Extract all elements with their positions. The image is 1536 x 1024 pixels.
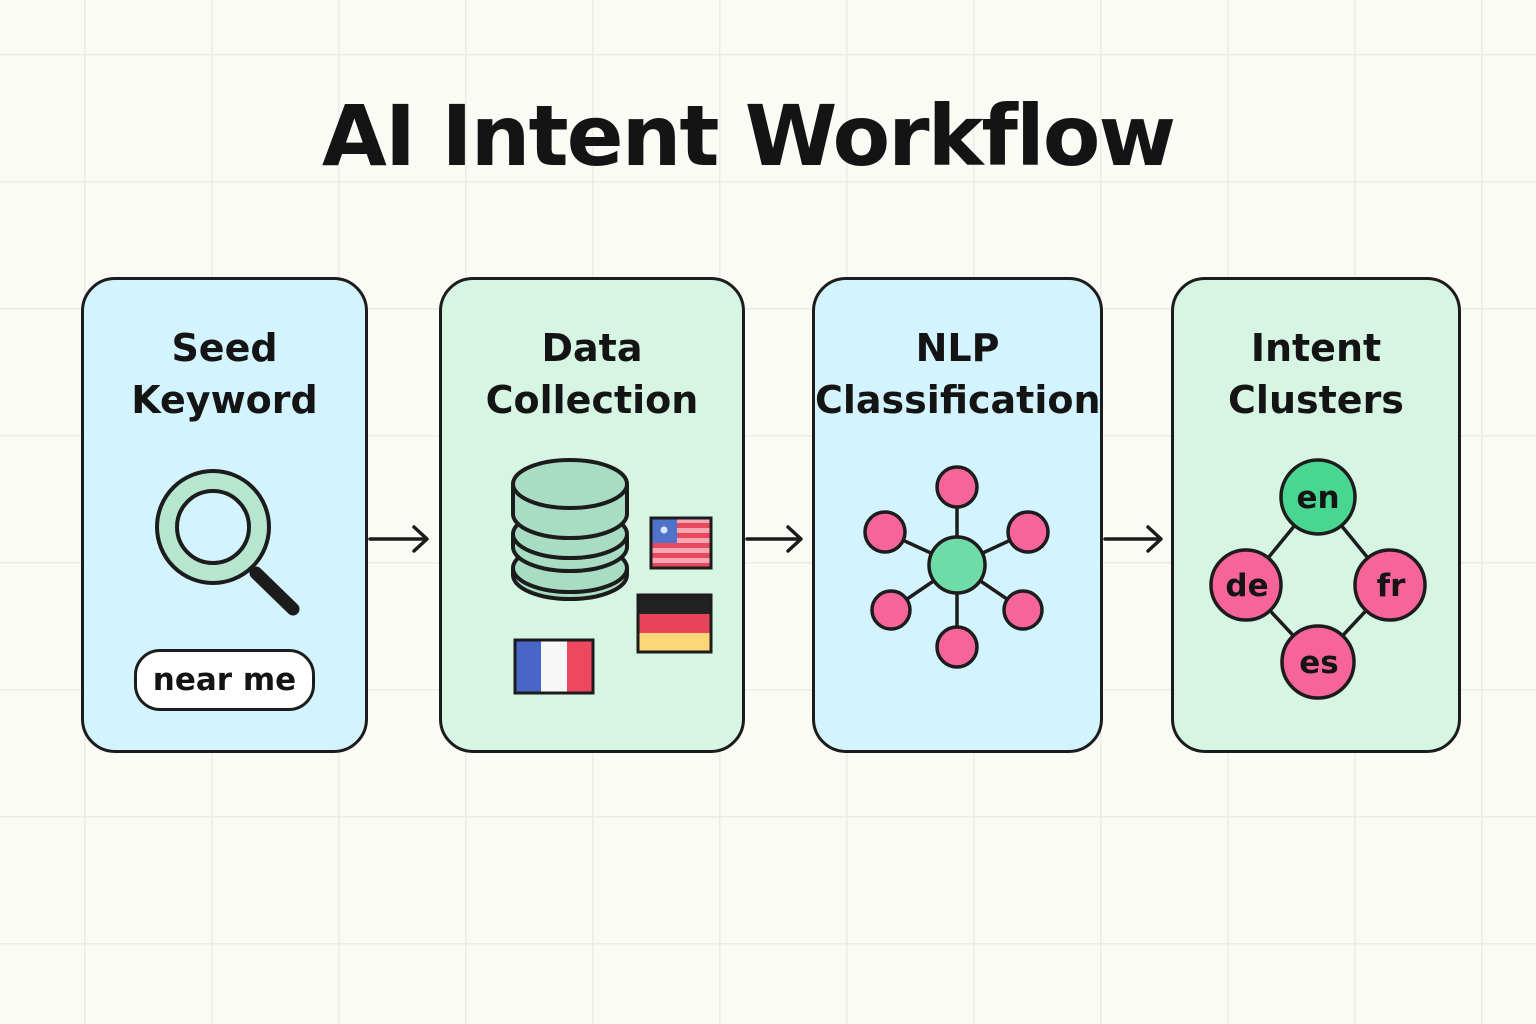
step-title-line: Classification (815, 378, 1101, 422)
arrow-right-icon (745, 525, 803, 553)
step-title-nlp-classification: NLP Classification (815, 322, 1101, 426)
step-title-line: Keyword (131, 378, 318, 422)
arrow-right-icon (368, 525, 429, 553)
step-card-data-collection: Data Collection (439, 277, 745, 753)
diagram-title: AI Intent Workflow (321, 87, 1176, 185)
step-card-intent-clusters: Intent Clusters (1171, 277, 1461, 753)
step-title-line: Collection (485, 378, 699, 422)
step-title-line: Intent (1250, 326, 1382, 370)
step-title-line: Seed (171, 326, 278, 370)
step-title-line: Clusters (1228, 378, 1404, 422)
step-title-data-collection: Data Collection (442, 322, 742, 426)
step-title-seed-keyword: Seed Keyword (84, 322, 365, 426)
step-title-intent-clusters: Intent Clusters (1174, 322, 1458, 426)
seed-keyword-pill: near me (134, 649, 315, 711)
step-title-line: Data (541, 326, 643, 370)
step-title-line: NLP (915, 326, 1000, 370)
step-card-nlp-classification: NLP Classification (812, 277, 1103, 753)
arrow-right-icon (1103, 525, 1163, 553)
